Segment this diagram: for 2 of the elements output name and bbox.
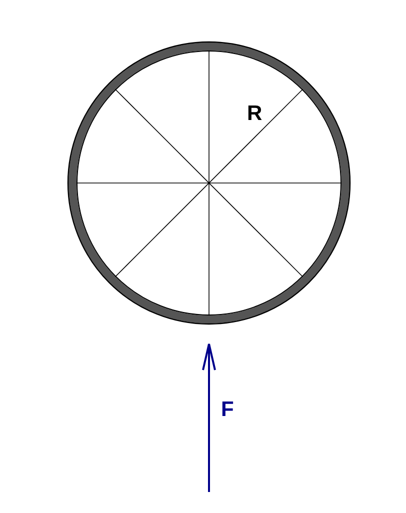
- force-label: F: [221, 399, 234, 420]
- radius-label: R: [247, 103, 262, 124]
